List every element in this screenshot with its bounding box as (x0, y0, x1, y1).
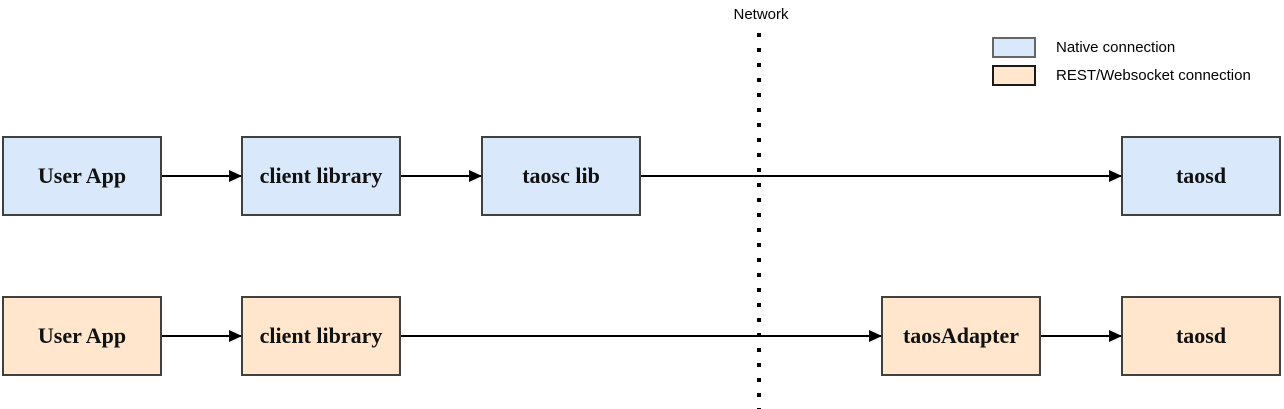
node-user-app-rest: User App (2, 296, 162, 376)
node-taosc-lib: taosc lib (481, 136, 641, 216)
node-taosadapter: taosAdapter (881, 296, 1041, 376)
node-user-app-native: User App (2, 136, 162, 216)
legend-label-native: Native connection (1056, 38, 1176, 56)
network-label: Network (733, 6, 789, 23)
arrow-taosadapter-to-taosd (1041, 330, 1122, 342)
legend-item-rest: REST/Websocket connection (992, 64, 1251, 86)
arrow-taosc-lib-to-taosd (641, 170, 1122, 182)
legend-label-rest: REST/Websocket connection (1056, 66, 1251, 84)
node-taosd-rest: taosd (1121, 296, 1281, 376)
legend-swatch-rest (992, 64, 1036, 86)
legend: Native connection REST/Websocket connect… (992, 36, 1251, 92)
arrow-client-library-to-taosc-lib (401, 170, 482, 182)
arrow-user-app-to-client-library-rest (162, 330, 242, 342)
node-client-library-rest: client library (241, 296, 401, 376)
legend-item-native: Native connection (992, 36, 1251, 58)
node-client-library-native: client library (241, 136, 401, 216)
arrow-client-library-to-taosadapter (401, 330, 882, 342)
network-divider-dotted-line (757, 33, 761, 409)
legend-swatch-native (992, 36, 1036, 58)
node-taosd-native: taosd (1121, 136, 1281, 216)
arrow-user-app-to-client-library-native (162, 170, 242, 182)
